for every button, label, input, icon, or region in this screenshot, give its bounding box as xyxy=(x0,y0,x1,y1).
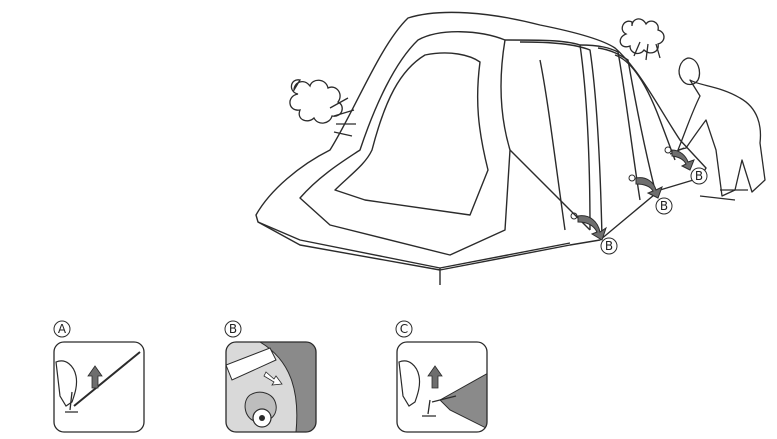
svg-text:B: B xyxy=(660,199,668,213)
inflatable-tent xyxy=(255,11,707,285)
pull-up-arrow-icon xyxy=(87,365,103,389)
release-valve-arrow-icon xyxy=(570,146,695,241)
svg-text:C: C xyxy=(400,322,408,336)
svg-text:A: A xyxy=(58,322,67,336)
panel-b-label: B xyxy=(224,320,242,338)
panel-a-label: A xyxy=(53,320,71,338)
pull-up-arrow-icon xyxy=(427,365,443,389)
svg-text:B: B xyxy=(605,239,613,253)
svg-text:B: B xyxy=(695,169,703,183)
panel-b-valve-open xyxy=(225,341,317,433)
valve-callout-1: B xyxy=(600,237,618,255)
valve-callout-3: B xyxy=(690,167,708,185)
panel-c-guyline-removal xyxy=(396,341,488,433)
person-illustration xyxy=(669,57,766,201)
panel-a-peg-removal xyxy=(53,341,145,433)
wind-gust-icon xyxy=(619,18,665,61)
panel-c-label: C xyxy=(395,320,413,338)
valve-callout-2: B xyxy=(655,197,673,215)
svg-text:B: B xyxy=(229,322,237,336)
wind-gust-icon xyxy=(289,79,356,137)
